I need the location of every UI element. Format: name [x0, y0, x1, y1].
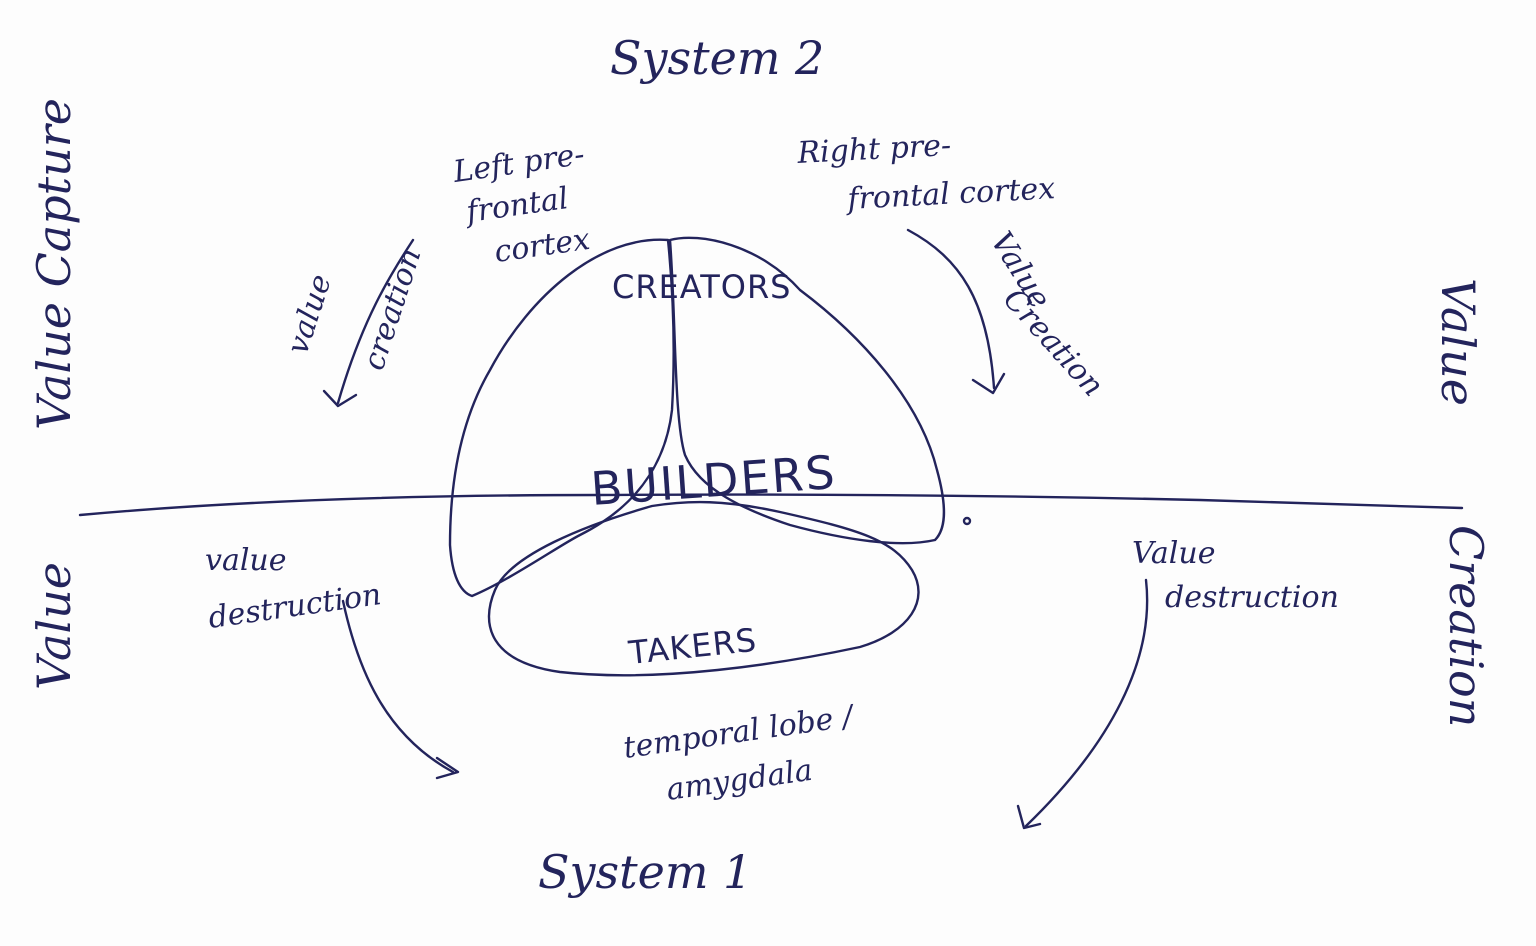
left-prefrontal-lobe [448, 238, 675, 598]
temporal-lobe [487, 500, 920, 677]
left-pfc-line-3: cortex [492, 222, 592, 270]
upper-left-arrow-note-1: value [280, 270, 338, 358]
value-creation-arrow-right [906, 228, 996, 390]
system-2-label: System 2 [610, 31, 824, 85]
upper-right-arrow-note-2: Creation [996, 282, 1110, 403]
value-left-lower-label: Value [27, 562, 81, 690]
lower-left-arrow-note-1: value [205, 543, 287, 578]
value-right-upper-label: Value [1431, 278, 1485, 406]
value-destruction-arrowhead-left [435, 756, 460, 780]
right-pfc-line-1: Right pre- [796, 128, 952, 171]
temporal-note-2: amygdala [664, 753, 815, 808]
upper-left-arrow-note-2: creation [356, 244, 428, 374]
creators-region-label: CREATORS [612, 268, 791, 306]
temporal-note-1: temporal lobe / [621, 699, 858, 766]
value-destruction-arrow-right [1024, 578, 1149, 828]
ink-dot [962, 516, 972, 526]
right-pfc-line-2: frontal cortex [845, 171, 1056, 217]
lower-left-arrow-note-2: destruction [206, 577, 383, 636]
value-capture-label: Value Capture [27, 98, 81, 430]
builders-region-label: BUILDERS [589, 445, 838, 516]
value-creation-arrow-left [336, 238, 415, 405]
value-destruction-arrow-left [341, 599, 455, 774]
right-prefrontal-lobe [668, 236, 946, 545]
takers-region-label: TAKERS [626, 621, 759, 672]
value-creation-arrowhead-right [971, 372, 1006, 395]
lower-right-arrow-note-2: destruction [1165, 580, 1339, 615]
horizontal-axis-line [78, 493, 1464, 517]
value-destruction-arrowhead-right [1016, 804, 1042, 830]
left-pfc-line-2: frontal [462, 181, 570, 230]
creation-right-lower-label: Creation [1439, 525, 1493, 727]
left-pfc-line-1: Left pre- [450, 137, 586, 190]
system-1-label: System 1 [538, 845, 752, 899]
value-creation-arrowhead-left [322, 389, 358, 408]
lower-right-arrow-note-1: Value [1132, 536, 1215, 571]
